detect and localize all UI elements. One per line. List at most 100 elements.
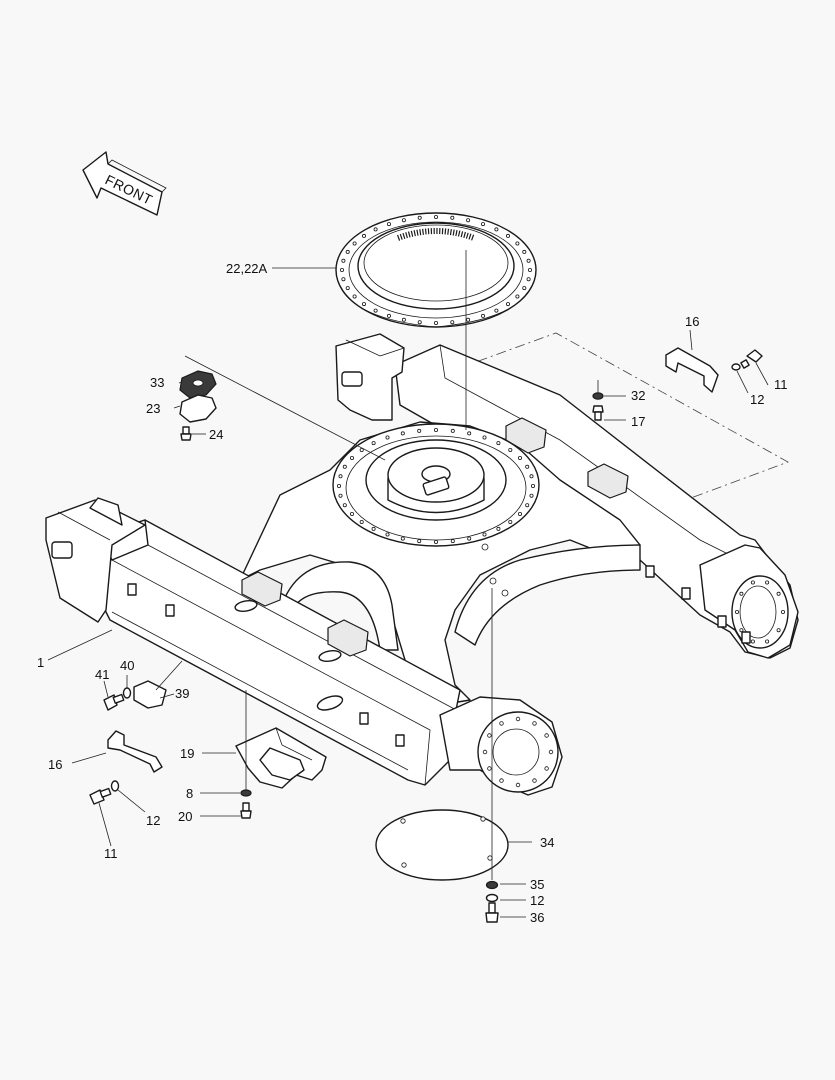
seat-bolt-hole — [349, 512, 354, 517]
front-arrow: FRONT — [82, 151, 167, 216]
ring-bolt-hole — [466, 218, 471, 223]
bolt-36 — [485, 902, 499, 923]
bolt-11-lower — [89, 787, 112, 805]
ring-bolt-hole — [417, 320, 422, 325]
lug-bolt-hole — [735, 610, 740, 615]
bolt-41 — [103, 693, 125, 711]
bolt-11-upper — [740, 349, 763, 369]
ring-bolt-hole — [515, 241, 520, 246]
seat-bolt-hole — [525, 464, 530, 469]
seat-bolt-hole — [371, 526, 376, 531]
seat-bolt-hole — [508, 447, 513, 452]
callout-40: 40 — [120, 658, 134, 673]
callout-16-upper: 16 — [685, 314, 699, 329]
lug-bolt-hole — [781, 610, 786, 615]
bracket-19 — [235, 727, 327, 789]
seat-bolt-hole — [385, 532, 390, 537]
seat-bolt-hole — [433, 540, 438, 545]
callout-33: 33 — [150, 375, 164, 390]
callout-19: 19 — [180, 746, 194, 761]
ring-bolt-hole — [505, 233, 510, 238]
seat-bolt-hole — [529, 493, 534, 498]
bolt-20 — [240, 802, 252, 819]
ring-bolt-hole — [433, 320, 438, 325]
ring-bolt-hole — [386, 313, 391, 318]
seat-bolt-hole — [433, 427, 438, 432]
seat-bolt-hole — [450, 428, 455, 433]
callout-11-upper: 11 — [774, 377, 788, 392]
seat-bolt-hole — [342, 503, 347, 508]
ring-bolt-hole — [526, 258, 531, 263]
seat-bolt-hole — [518, 455, 523, 460]
ring-bolt-hole — [450, 320, 455, 325]
callout-16-lower: 16 — [48, 757, 62, 772]
washer-12-upper — [731, 363, 741, 371]
ring-bolt-hole — [401, 218, 406, 223]
seat-bolt-hole — [385, 435, 390, 440]
callout-12-lower: 12 — [146, 813, 160, 828]
lug-bolt-hole — [515, 716, 521, 722]
ring-bolt-hole — [466, 317, 471, 322]
callout-32: 32 — [631, 388, 645, 403]
lug-bolt-hole — [765, 580, 770, 585]
seat-bolt-hole — [496, 441, 501, 446]
seat-bolt-hole — [467, 536, 472, 541]
ring-bolt-hole — [522, 249, 527, 254]
handle-16-lower — [107, 730, 163, 773]
ring-bolt-hole — [373, 308, 378, 313]
callout-12-bottom: 12 — [530, 893, 544, 908]
seat-bolt-hole — [482, 435, 487, 440]
seat-bolt-hole — [508, 520, 513, 525]
lug-bolt-hole — [532, 778, 537, 783]
gasket-23 — [179, 394, 217, 423]
lower-frame — [45, 333, 799, 796]
lug-bolt-hole — [544, 733, 549, 738]
ring-bolt-hole — [341, 258, 346, 263]
callout-11-lower: 11 — [104, 846, 118, 861]
track-outline-right — [439, 332, 789, 506]
ring-bolt-hole — [494, 227, 499, 232]
washer-12-bottom — [485, 893, 499, 903]
ring-bolt-hole — [494, 308, 499, 313]
ring-bolt-hole — [352, 241, 357, 246]
lug-bolt-hole — [765, 639, 770, 644]
seat-bolt-hole — [417, 539, 422, 544]
seat-bolt-hole — [336, 483, 341, 488]
seat-bolt-hole — [338, 493, 343, 498]
callout-20: 20 — [178, 809, 192, 824]
seat-bolt-hole — [467, 431, 472, 436]
washer-12-lower — [110, 780, 120, 792]
cover-plate-33 — [179, 370, 217, 399]
lug-bolt-hole — [776, 591, 781, 596]
lug-bolt-hole — [482, 749, 488, 755]
seat-bolt-hole — [518, 512, 523, 517]
callout-17: 17 — [631, 414, 645, 429]
cover-plate-34 — [375, 809, 509, 881]
lug-bolt-hole — [487, 733, 492, 738]
bolt-17 — [592, 405, 604, 421]
lug-bolt-hole — [544, 766, 549, 771]
ring-bolt-hole — [361, 233, 366, 238]
callout-22-22a: 22,22A — [226, 261, 268, 276]
ring-bolt-hole — [480, 222, 485, 227]
callout-35: 35 — [530, 877, 544, 892]
lug-bolt-hole — [548, 749, 554, 755]
ring-bolt-hole — [345, 249, 350, 254]
ring-bolt-hole — [515, 294, 520, 299]
slewing-ring — [335, 212, 537, 328]
callout-1: 1 — [37, 655, 44, 670]
ring-bolt-hole — [417, 215, 422, 220]
washer-40 — [122, 687, 132, 699]
seat-bolt-hole — [496, 526, 501, 531]
lug-bolt-hole — [739, 591, 744, 596]
seat-bolt-hole — [400, 431, 405, 436]
ring-bolt-hole — [450, 215, 455, 220]
ring-bolt-hole — [433, 214, 438, 219]
seat-bolt-hole — [349, 455, 354, 460]
lug-bolt-hole — [499, 778, 504, 783]
callout-36: 36 — [530, 910, 544, 925]
ring-bolt-hole — [341, 277, 346, 282]
lug-bolt-hole — [515, 782, 521, 788]
ring-bolt-hole — [345, 286, 350, 291]
callout-41: 41 — [95, 667, 109, 682]
